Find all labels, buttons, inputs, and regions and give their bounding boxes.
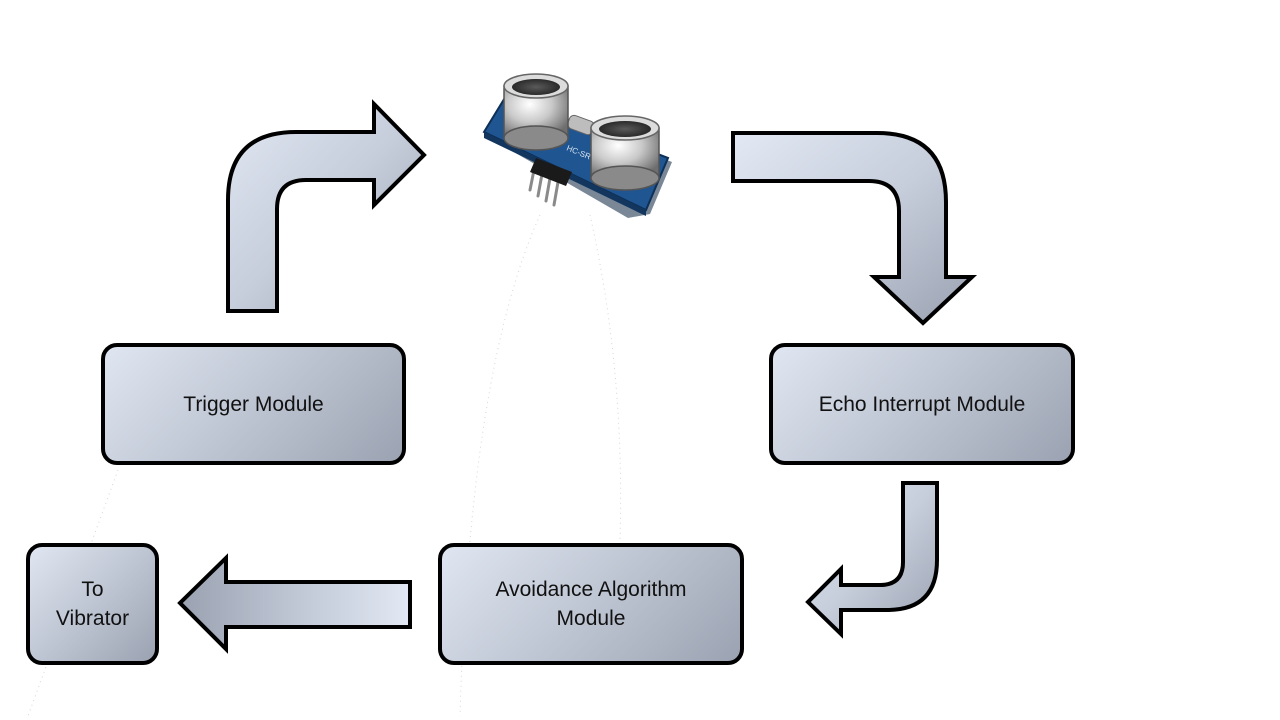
- ultrasonic-sensor-image: HC-SR04: [482, 73, 672, 218]
- trigger-module-box: Trigger Module: [101, 343, 406, 465]
- arrow-avoidance-to-vibrator: [177, 553, 412, 654]
- echo-interrupt-module-label: Echo Interrupt Module: [818, 392, 1026, 416]
- arrow-echo-to-avoidance: [805, 481, 939, 639]
- avoidance-algorithm-module-label: Avoidance Algorithm Module: [495, 578, 687, 630]
- sensor-pins: [528, 168, 560, 207]
- arrow-trigger-to-sensor: [226, 99, 427, 313]
- echo-interrupt-module-box: Echo Interrupt Module: [769, 343, 1075, 465]
- trigger-module-label: Trigger Module: [183, 392, 324, 416]
- arrow-sensor-to-echo: [731, 131, 978, 326]
- avoidance-algorithm-module-box: Avoidance Algorithm Module: [438, 543, 744, 665]
- to-vibrator-box: To Vibrator: [26, 543, 159, 665]
- to-vibrator-label: To Vibrator: [55, 578, 130, 630]
